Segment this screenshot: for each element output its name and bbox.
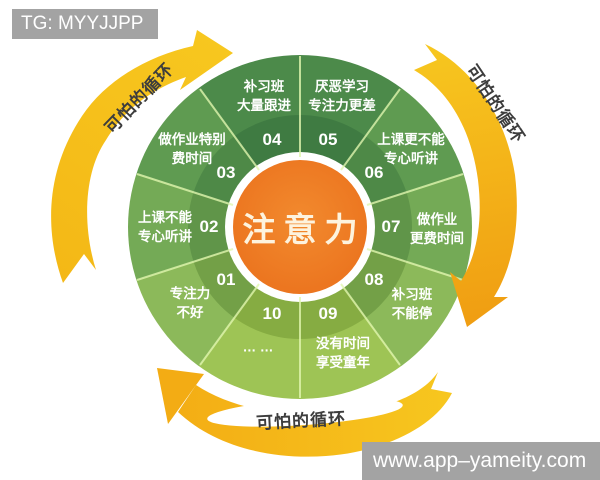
segment-number: 03: [216, 163, 236, 182]
segment-number: 08: [364, 270, 384, 289]
segment-number: 02: [199, 217, 219, 236]
cycle-arrow-bottom-head-icon: [157, 368, 204, 424]
segment-number: 05: [318, 130, 338, 149]
segment-label: 补习班 大量跟进: [237, 79, 291, 113]
segment-label: … …: [242, 339, 274, 355]
segment-label: 上课不能 专心听讲: [138, 210, 192, 244]
segment-number: 01: [216, 270, 236, 289]
segment-label: 做作业 更费时间: [410, 212, 464, 246]
segment-label: 补习班 不能停: [391, 287, 433, 321]
segment-number: 10: [262, 304, 282, 323]
center-circle: 注意力: [233, 160, 367, 294]
watermark-bottom-right: www.app–yameity.com: [362, 442, 600, 480]
segment-label: 没有时间 享受童年: [316, 336, 370, 370]
segment-label: 上课更不能 专心听讲: [377, 132, 445, 166]
segment-number: 07: [381, 217, 401, 236]
cycle-label-bottom: 可怕的循环: [255, 409, 347, 433]
segment-number: 06: [364, 163, 384, 182]
center-label: 注意力: [242, 211, 366, 248]
segment-number: 04: [262, 130, 282, 149]
cycle-label-right: 可怕的循环: [462, 61, 529, 147]
segment-label: 做作业特别 费时间: [158, 132, 226, 166]
segment-label: 厌恶学习 专注力更差: [308, 79, 376, 113]
segment-number: 09: [318, 304, 338, 323]
segment-label: 专注力 不好: [169, 286, 211, 320]
watermark-top-left: TG: MYYJJPP: [12, 9, 158, 39]
